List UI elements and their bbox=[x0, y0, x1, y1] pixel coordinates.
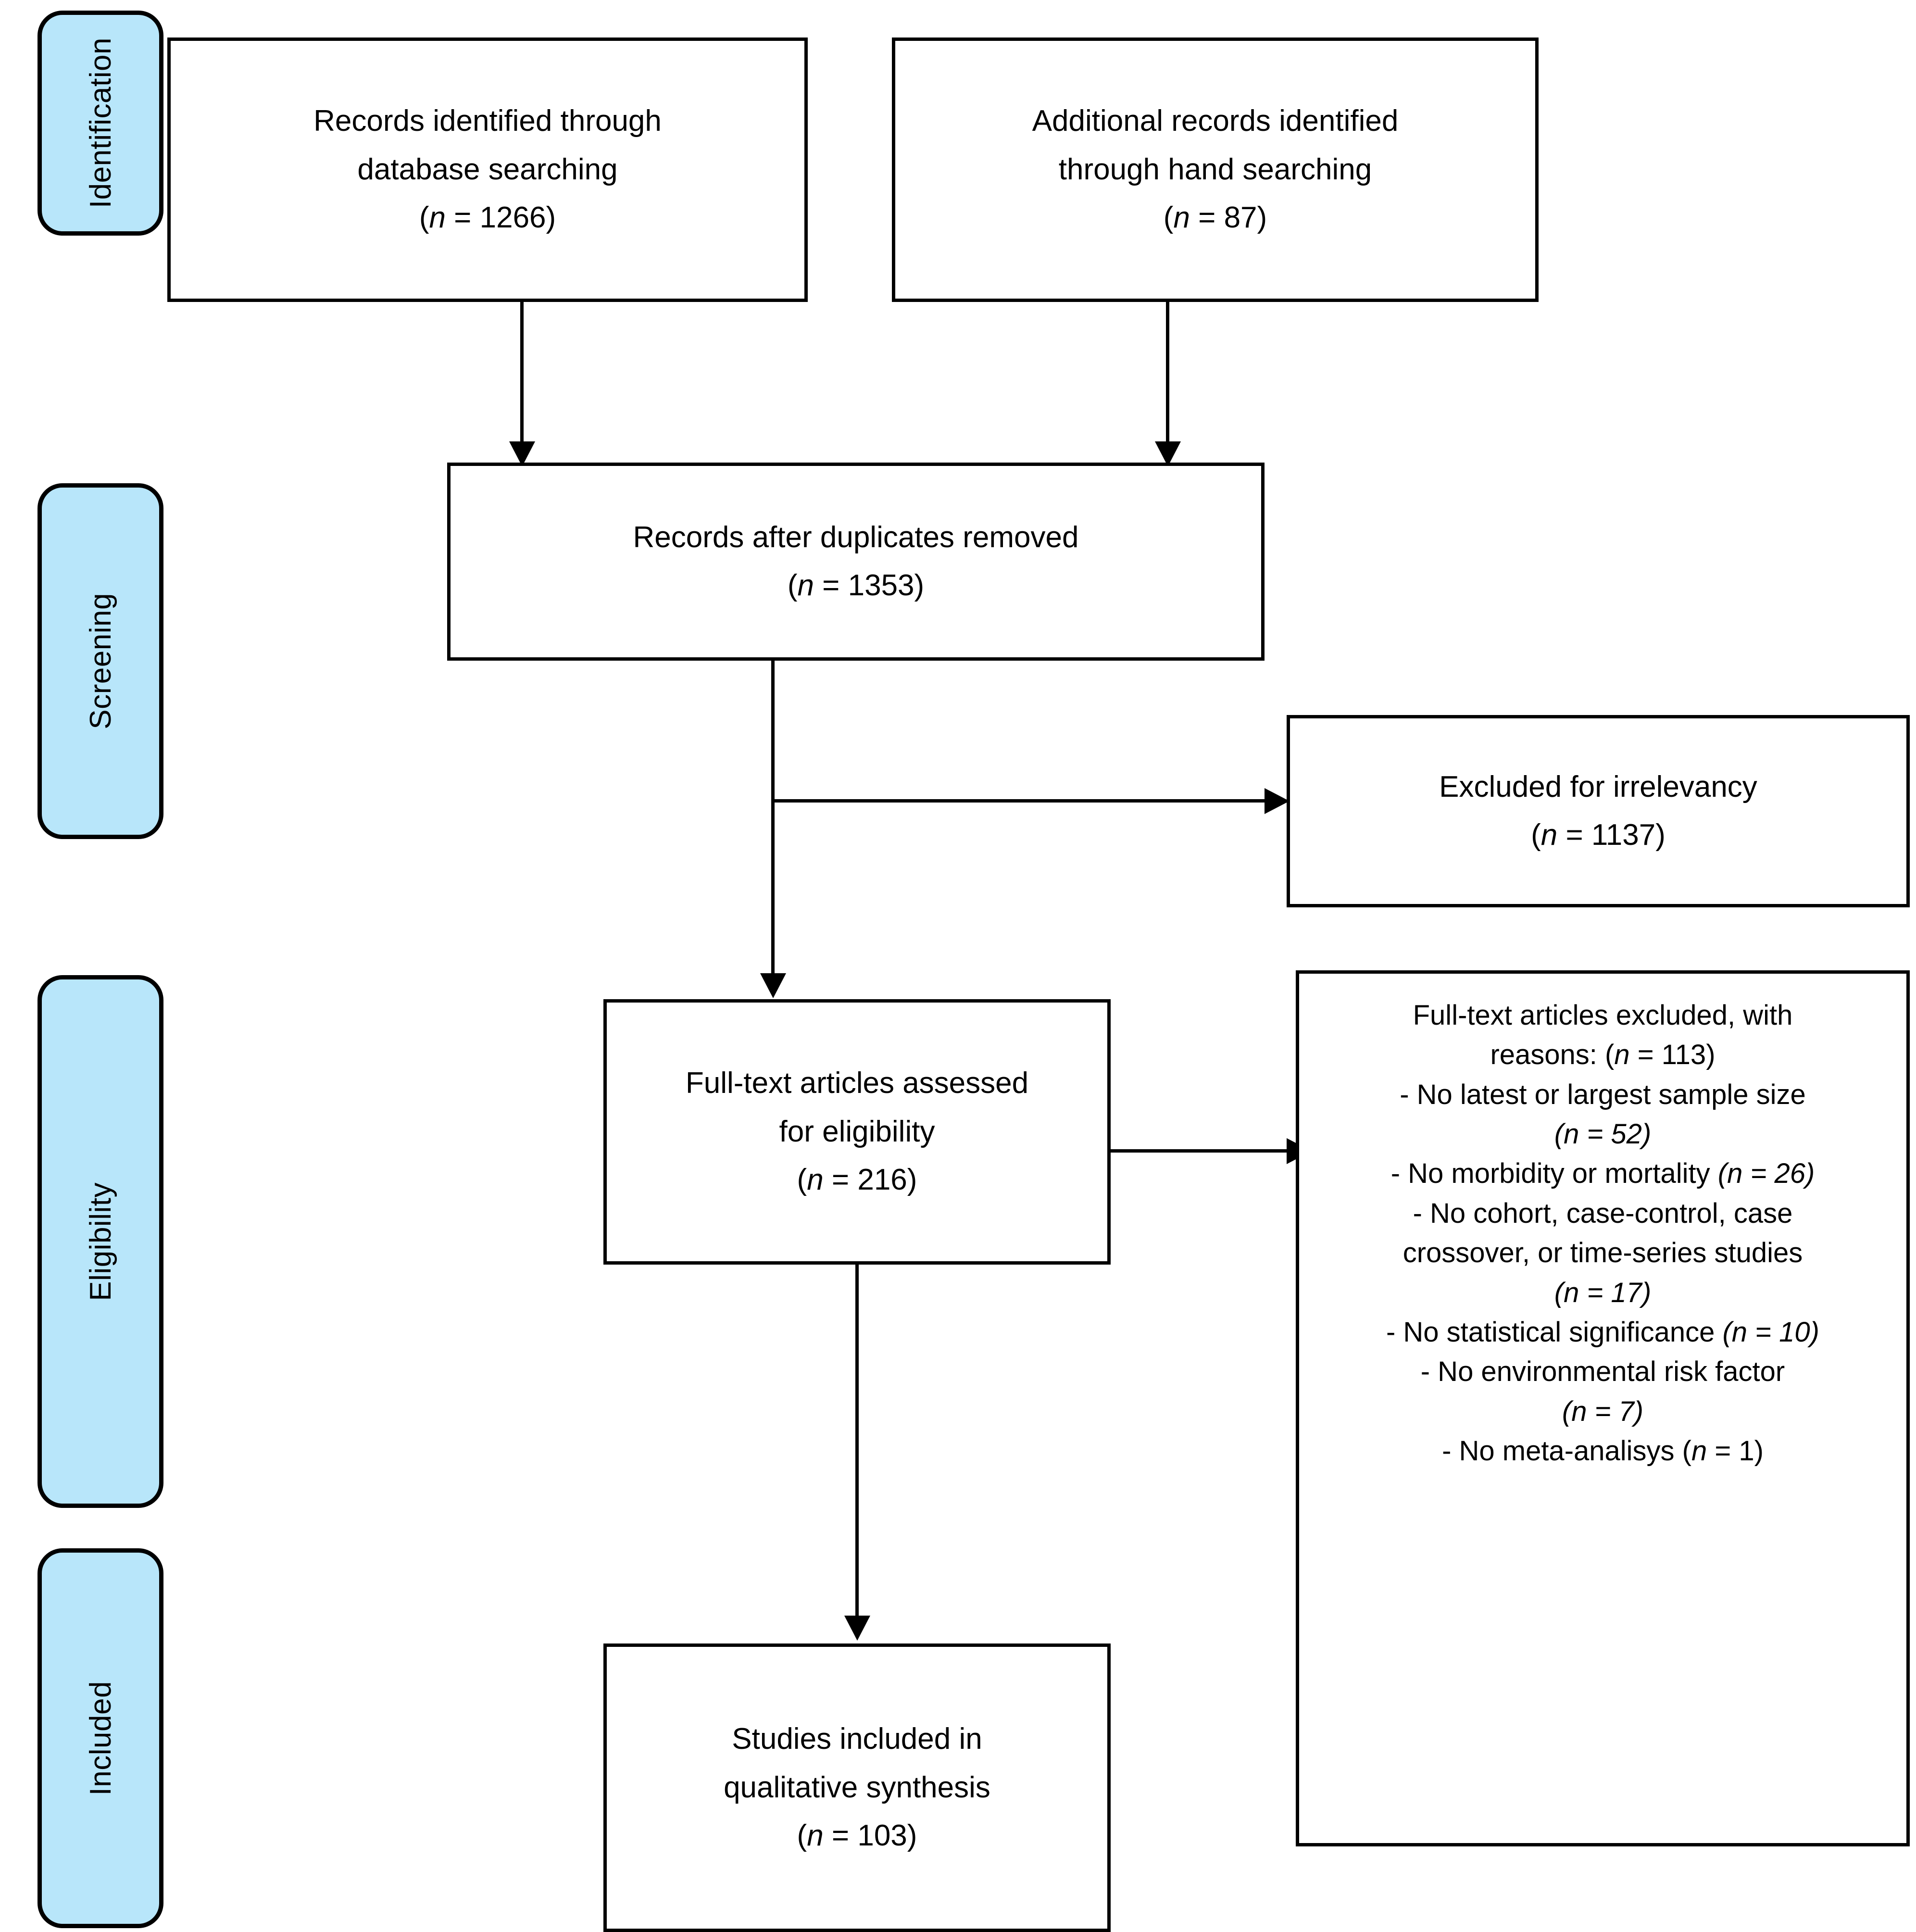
duplicates-line1: Records after duplicates removed bbox=[633, 520, 1079, 554]
fulltext-excluded-reason-list: - No latest or largest sample size (n = 5… bbox=[1312, 1075, 1894, 1471]
hand-search-line1: Additional records identified bbox=[1032, 104, 1399, 138]
arrowhead-fulltext-to-included bbox=[844, 1616, 870, 1641]
fulltext-excluded-reason: - No meta-analisys (n = 1) bbox=[1442, 1435, 1764, 1467]
connector-db-to-duplicates bbox=[520, 302, 524, 446]
fulltext-excluded-heading-line2: reasons: (n = 113) bbox=[1490, 1039, 1716, 1071]
duplicates-count: (n = 1353) bbox=[787, 569, 925, 602]
fulltext-excluded-reason: - No latest or largest sample size bbox=[1400, 1079, 1806, 1110]
stage-label-screening: Screening bbox=[84, 593, 117, 729]
stage-label-included: Included bbox=[84, 1681, 117, 1796]
db-search-line2: database searching bbox=[357, 152, 618, 186]
fulltext-excluded-reason: - No statistical significance (n = 10) bbox=[1386, 1316, 1819, 1348]
box-studies-included-qualitative-synthesis: Studies included in qualitative synthesi… bbox=[603, 1643, 1111, 1932]
db-search-count: (n = 1266) bbox=[419, 201, 556, 235]
fulltext-excluded-reason: - No environmental risk factor bbox=[1420, 1356, 1785, 1388]
connector-hand-to-duplicates bbox=[1166, 302, 1169, 446]
box-records-database-searching: Records identified through database sear… bbox=[167, 38, 808, 302]
irrelevancy-line1: Excluded for irrelevancy bbox=[1439, 770, 1757, 803]
stage-label-eligibility: Eligibility bbox=[84, 1182, 117, 1301]
fulltext-assessed-line1: Full-text articles assessed bbox=[685, 1066, 1029, 1100]
irrelevancy-count: (n = 1137) bbox=[1531, 818, 1666, 852]
box-fulltext-excluded-with-reasons: Full-text articles excluded, with reason… bbox=[1296, 970, 1910, 1846]
stage-box-screening: Screening bbox=[38, 483, 163, 839]
hand-search-count: (n = 87) bbox=[1163, 201, 1267, 235]
connector-eligibility-exclusion bbox=[1111, 1149, 1291, 1153]
connector-duplicates-to-fulltext bbox=[771, 661, 775, 978]
fulltext-excluded-reason: crossover, or time-series studies bbox=[1403, 1237, 1803, 1269]
fulltext-assessed-line2: for eligibility bbox=[779, 1115, 935, 1148]
fulltext-assessed-count: (n = 216) bbox=[797, 1163, 917, 1197]
fulltext-excluded-heading-line1: Full-text articles excluded, with bbox=[1413, 1000, 1793, 1031]
arrowhead-duplicates-to-fulltext bbox=[760, 973, 786, 998]
stage-box-included: Included bbox=[38, 1548, 163, 1928]
studies-included-line1: Studies included in bbox=[732, 1722, 982, 1756]
stage-box-eligibility: Eligibility bbox=[38, 975, 163, 1508]
fulltext-excluded-reason-count: (n = 52) bbox=[1554, 1118, 1652, 1150]
hand-search-line2: through hand searching bbox=[1058, 152, 1372, 186]
db-search-line1: Records identified through bbox=[313, 104, 662, 138]
box-fulltext-assessed-for-eligibility: Full-text articles assessed for eligibil… bbox=[603, 999, 1111, 1265]
fulltext-excluded-reason: - No morbidity or mortality (n = 26) bbox=[1390, 1158, 1815, 1190]
box-excluded-for-irrelevancy: Excluded for irrelevancy (n = 1137) bbox=[1287, 715, 1910, 907]
fulltext-excluded-reason: - No cohort, case-control, case bbox=[1413, 1197, 1793, 1229]
arrowhead-db-to-duplicates bbox=[509, 441, 535, 466]
box-records-hand-searching: Additional records identified through ha… bbox=[892, 38, 1539, 302]
connector-screening-exclusion bbox=[771, 799, 1269, 803]
box-records-after-duplicates-removed: Records after duplicates removed (n = 13… bbox=[447, 463, 1265, 661]
fulltext-excluded-reason-count: (n = 17) bbox=[1554, 1277, 1652, 1308]
arrowhead-hand-to-duplicates bbox=[1155, 441, 1181, 466]
studies-included-line2: qualitative synthesis bbox=[724, 1770, 990, 1804]
connector-fulltext-to-included bbox=[855, 1265, 859, 1620]
stage-label-identification: Identification bbox=[84, 38, 117, 209]
fulltext-excluded-reason-count: (n = 7) bbox=[1562, 1395, 1644, 1427]
arrowhead-screening-exclusion bbox=[1265, 788, 1290, 814]
stage-box-identification: Identification bbox=[38, 11, 163, 236]
studies-included-count: (n = 103) bbox=[797, 1819, 917, 1853]
